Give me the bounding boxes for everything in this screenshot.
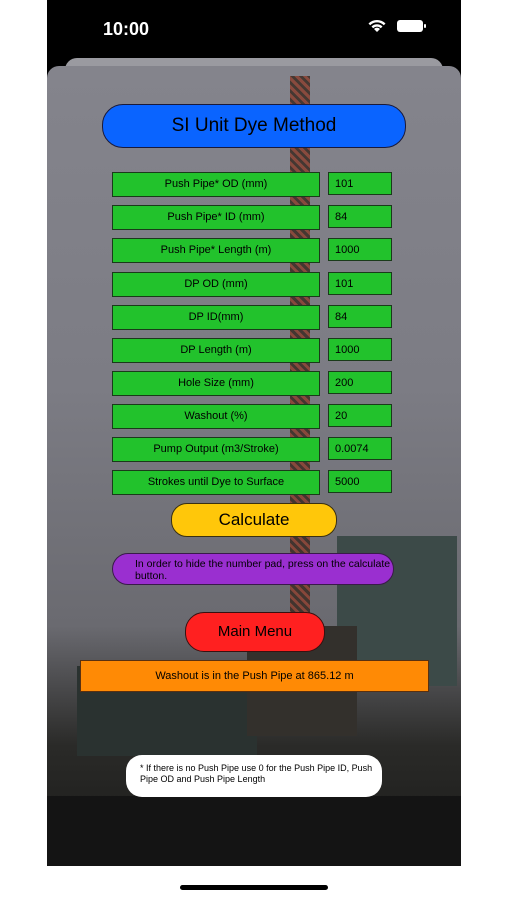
label-dp-length: DP Length (m) (112, 338, 320, 363)
input-hole-size[interactable]: 200 (328, 371, 392, 394)
input-dp-od[interactable]: 101 (328, 272, 392, 295)
label-dp-id: DP ID(mm) (112, 305, 320, 330)
label-dp-od: DP OD (mm) (112, 272, 320, 297)
label-push-pipe-length: Push Pipe* Length (m) (112, 238, 320, 263)
label-push-pipe-id: Push Pipe* ID (mm) (112, 205, 320, 230)
status-time: 10:00 (103, 19, 150, 39)
label-washout: Washout (%) (112, 404, 320, 429)
wifi-icon (368, 19, 386, 32)
main-menu-button[interactable]: Main Menu (185, 612, 325, 652)
input-dp-id[interactable]: 84 (328, 305, 392, 328)
number-pad-hint: In order to hide the number pad, press o… (112, 553, 394, 585)
result-banner: Washout is in the Push Pipe at 865.12 m (80, 660, 429, 692)
label-hole-size: Hole Size (mm) (112, 371, 320, 396)
label-push-pipe-od: Push Pipe* OD (mm) (112, 172, 320, 197)
push-pipe-note: * If there is no Push Pipe use 0 for the… (126, 755, 382, 797)
home-indicator[interactable] (180, 885, 328, 890)
title-button[interactable]: SI Unit Dye Method (102, 104, 406, 148)
input-strokes-until-dye[interactable]: 5000 (328, 470, 392, 493)
label-strokes-until-dye: Strokes until Dye to Surface (112, 470, 320, 495)
background-ground (47, 796, 461, 866)
label-pump-output: Pump Output (m3/Stroke) (112, 437, 320, 462)
input-push-pipe-od[interactable]: 101 (328, 172, 392, 195)
input-washout[interactable]: 20 (328, 404, 392, 427)
input-dp-length[interactable]: 1000 (328, 338, 392, 361)
input-push-pipe-length[interactable]: 1000 (328, 238, 392, 261)
input-push-pipe-id[interactable]: 84 (328, 205, 392, 228)
input-pump-output[interactable]: 0.0074 (328, 437, 392, 460)
phone-screen: 10:00 SI Unit Dye Method Push Pipe* OD (… (47, 0, 461, 866)
main-sheet: SI Unit Dye Method Push Pipe* OD (mm) 10… (47, 66, 461, 866)
calculate-button[interactable]: Calculate (171, 503, 337, 537)
battery-icon (397, 20, 426, 32)
